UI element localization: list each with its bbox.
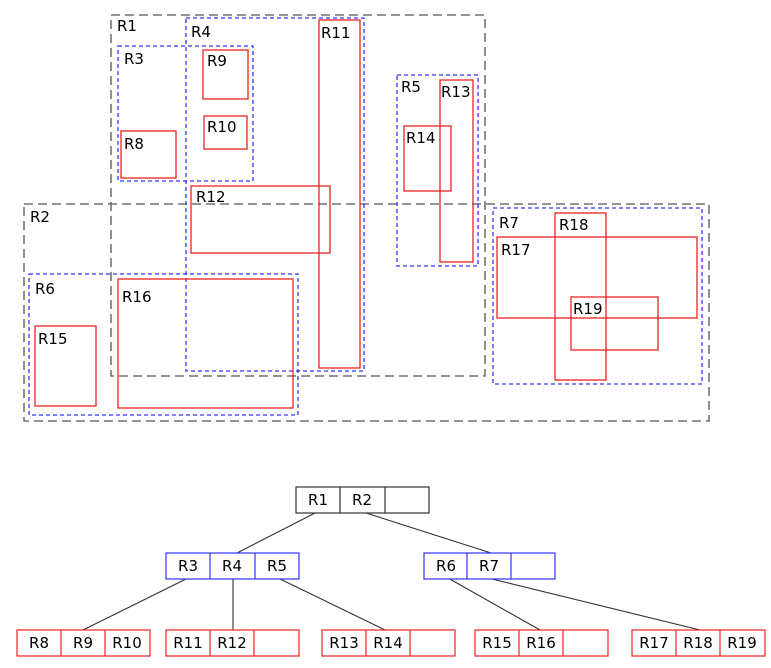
tree-entry-r4: R4 bbox=[222, 557, 242, 575]
tree-entry-r17: R17 bbox=[639, 634, 669, 652]
tree-entry-r8: R8 bbox=[29, 634, 49, 652]
label-r8: R8 bbox=[124, 135, 144, 153]
label-r13: R13 bbox=[441, 83, 471, 101]
label-r4: R4 bbox=[191, 23, 211, 41]
region-r4 bbox=[185, 17, 365, 372]
edge-left-leaf1 bbox=[82, 577, 189, 631]
label-r18: R18 bbox=[559, 216, 589, 234]
edge-left-leaf3 bbox=[277, 577, 386, 631]
region-r7 bbox=[492, 207, 703, 385]
region-r10 bbox=[203, 115, 248, 150]
label-r3: R3 bbox=[124, 50, 144, 68]
tree-entry-r10: R10 bbox=[112, 634, 142, 652]
label-r5: R5 bbox=[401, 78, 421, 96]
label-r1: R1 bbox=[117, 17, 137, 35]
tree-entry-r11: R11 bbox=[173, 634, 203, 652]
tree-entry-r14: R14 bbox=[373, 634, 403, 652]
spatial-region-map: R1 R2 R3 R4 R5 R6 R7 R8 R9 R10 R11 R12 R… bbox=[23, 14, 710, 422]
tree-node-left: R3 R4 R5 bbox=[165, 552, 300, 580]
rtree-structure: R1 R2 R3 R4 R5 R6 R7 R8 R9 R10 bbox=[16, 486, 766, 657]
region-r12 bbox=[190, 185, 331, 254]
tree-entry-r5: R5 bbox=[267, 557, 287, 575]
label-r17: R17 bbox=[501, 241, 531, 259]
tree-entry-r18: R18 bbox=[683, 634, 713, 652]
tree-entry-r13: R13 bbox=[329, 634, 359, 652]
tree-entry-r3: R3 bbox=[178, 557, 198, 575]
region-r9 bbox=[202, 49, 249, 100]
region-r19 bbox=[570, 296, 659, 351]
region-r16 bbox=[117, 278, 294, 409]
tree-entry-r2: R2 bbox=[352, 491, 372, 509]
tree-entry-r16: R16 bbox=[526, 634, 556, 652]
tree-entry-r9: R9 bbox=[73, 634, 93, 652]
tree-entry-r1: R1 bbox=[308, 491, 328, 509]
label-r11: R11 bbox=[321, 24, 351, 42]
label-r14: R14 bbox=[406, 129, 436, 147]
label-r2: R2 bbox=[30, 208, 50, 226]
tree-entry-r12: R12 bbox=[217, 634, 247, 652]
label-r12: R12 bbox=[196, 188, 226, 206]
tree-node-right: R6 R7 bbox=[423, 552, 556, 580]
label-r19: R19 bbox=[573, 300, 603, 318]
tree-leaf-4: R15 R16 bbox=[474, 629, 609, 657]
label-r10: R10 bbox=[207, 118, 237, 136]
label-r16: R16 bbox=[122, 288, 152, 306]
label-r6: R6 bbox=[35, 280, 55, 298]
region-r11 bbox=[318, 19, 361, 369]
edge-root-left bbox=[236, 511, 318, 554]
tree-entry-r19: R19 bbox=[727, 634, 757, 652]
tree-node-root: R1 R2 bbox=[295, 486, 430, 514]
region-r2 bbox=[23, 203, 710, 422]
region-r6 bbox=[28, 273, 299, 416]
region-r1 bbox=[110, 14, 486, 377]
edge-root-right bbox=[362, 511, 492, 554]
label-r15: R15 bbox=[38, 330, 68, 348]
region-r8 bbox=[120, 130, 177, 179]
tree-entry-r6: R6 bbox=[436, 557, 456, 575]
edge-right-leaf4 bbox=[447, 577, 541, 631]
tree-leaf-2: R11 R12 bbox=[165, 629, 300, 657]
tree-leaf-5: R17 R18 R19 bbox=[631, 629, 766, 657]
edge-right-leaf5 bbox=[487, 577, 701, 631]
tree-entry-r15: R15 bbox=[482, 634, 512, 652]
tree-leaf-3: R13 R14 bbox=[321, 629, 456, 657]
tree-leaf-1: R8 R9 R10 bbox=[16, 629, 151, 657]
region-r5 bbox=[396, 74, 479, 267]
region-r15 bbox=[34, 325, 97, 407]
region-r14 bbox=[403, 125, 452, 192]
region-r13 bbox=[439, 79, 474, 263]
region-r17 bbox=[496, 236, 698, 319]
label-r9: R9 bbox=[207, 52, 227, 70]
tree-entry-r7: R7 bbox=[479, 557, 499, 575]
label-r7: R7 bbox=[499, 214, 519, 232]
